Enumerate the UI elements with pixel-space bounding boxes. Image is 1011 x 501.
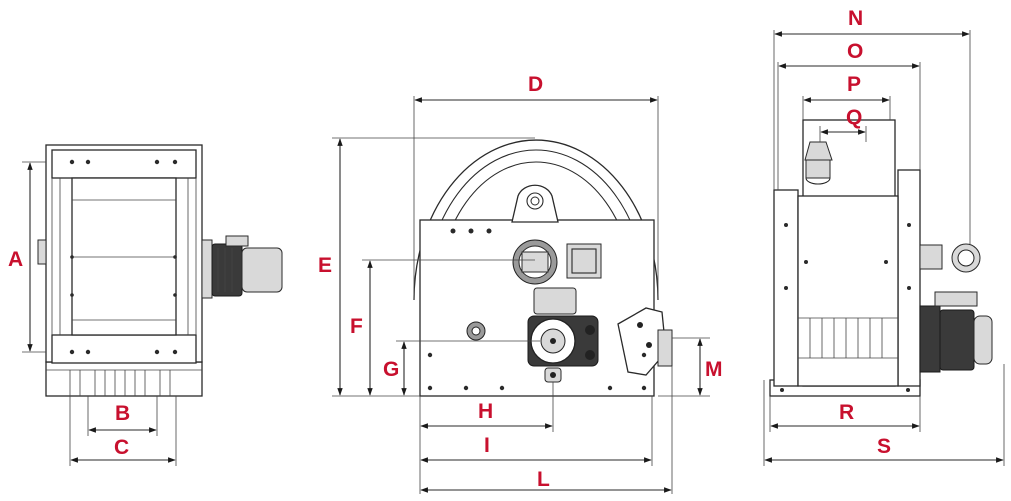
label-L: L xyxy=(537,468,550,491)
label-Q: Q xyxy=(846,106,862,129)
label-I: I xyxy=(484,434,490,457)
label-R: R xyxy=(839,401,854,424)
label-B: B xyxy=(115,402,130,425)
label-C: C xyxy=(114,436,129,459)
front-view xyxy=(413,139,673,397)
label-O: O xyxy=(847,40,863,63)
label-N: N xyxy=(848,7,863,30)
label-F: F xyxy=(350,315,363,338)
label-E: E xyxy=(318,254,332,277)
label-H: H xyxy=(478,400,493,423)
label-G: G xyxy=(383,358,399,381)
dimension-labels: A B C D E F G H I L M N O P Q R S xyxy=(8,7,891,491)
label-S: S xyxy=(877,435,891,458)
side-view xyxy=(769,119,993,397)
label-A: A xyxy=(8,248,23,271)
top-view xyxy=(37,144,283,397)
label-P: P xyxy=(847,73,861,96)
label-D: D xyxy=(528,73,543,96)
label-M: M xyxy=(705,358,723,381)
dimension-lines xyxy=(22,30,1005,494)
